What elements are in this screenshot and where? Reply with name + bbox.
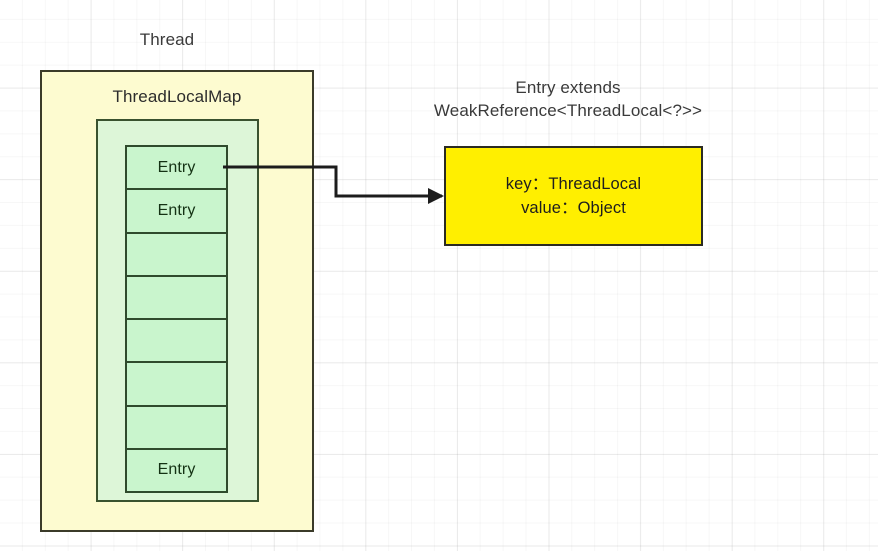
threadlocalmap-label: ThreadLocalMap — [112, 87, 242, 106]
entry-cell[interactable] — [125, 318, 228, 364]
entry-table: Entry Entry Entry — [125, 145, 228, 493]
entry-to-detail-connector — [223, 165, 444, 204]
connector-arrowhead — [428, 188, 444, 204]
entry-detail-text: key：ThreadLocal value：Object — [505, 175, 642, 217]
entry-cell[interactable]: Entry — [125, 447, 228, 493]
entry-cell[interactable]: Entry — [125, 145, 228, 191]
connector-line — [223, 165, 442, 198]
thread-label: Thread — [139, 30, 195, 49]
entry-class-caption: Entry extends WeakReference<ThreadLocal<… — [433, 78, 703, 120]
entry-cell[interactable] — [125, 361, 228, 407]
entry-cell[interactable] — [125, 404, 228, 450]
entry-detail-box: key：ThreadLocal value：Object — [444, 146, 703, 246]
entry-cell[interactable] — [125, 231, 228, 277]
entry-cell[interactable]: Entry — [125, 188, 228, 234]
entry-cell[interactable] — [125, 274, 228, 320]
